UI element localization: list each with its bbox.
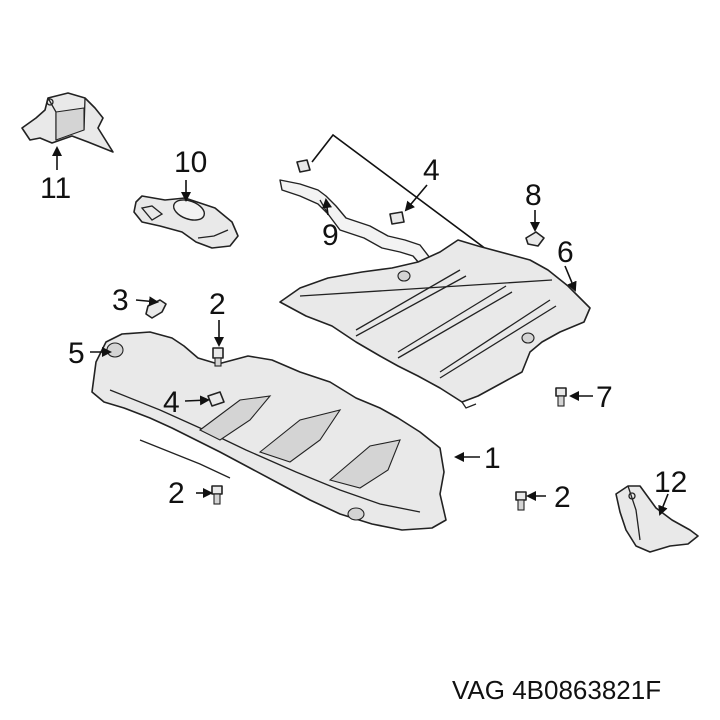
callout-9: 9 xyxy=(322,219,339,252)
bolt-part-2-left xyxy=(211,485,223,505)
callout-4-top: 4 xyxy=(423,154,440,187)
bolt-part-7 xyxy=(555,387,567,407)
bolt-part-2-right xyxy=(515,491,527,511)
front-panel-part-1 xyxy=(91,331,447,531)
part-number-label: VAG 4B0863821F xyxy=(452,675,662,705)
bracket-part-11 xyxy=(21,92,114,153)
callout-3: 3 xyxy=(112,284,129,317)
callout-1: 1 xyxy=(484,442,501,475)
callout-2-left: 2 xyxy=(168,477,185,510)
bracket-part-12 xyxy=(615,485,699,553)
air-duct-part-10 xyxy=(133,195,239,249)
callout-7: 7 xyxy=(596,381,613,414)
callout-12: 12 xyxy=(654,466,687,499)
callout-4-bottom: 4 xyxy=(163,386,180,419)
callout-labels: 11 10 4 8 9 6 3 2 5 4 7 1 2 2 12 xyxy=(40,146,687,514)
callout-6: 6 xyxy=(557,236,574,269)
callout-11: 11 xyxy=(40,172,71,205)
callout-5: 5 xyxy=(68,337,85,370)
clip-part-8 xyxy=(525,231,545,247)
callout-10: 10 xyxy=(174,146,207,179)
bolt-part-2-top xyxy=(212,347,224,367)
callout-2-top: 2 xyxy=(209,288,226,321)
leader-lines xyxy=(52,146,669,516)
rear-panel-part-6 xyxy=(279,239,591,409)
callout-2-right: 2 xyxy=(554,481,571,514)
callout-8: 8 xyxy=(525,179,542,212)
